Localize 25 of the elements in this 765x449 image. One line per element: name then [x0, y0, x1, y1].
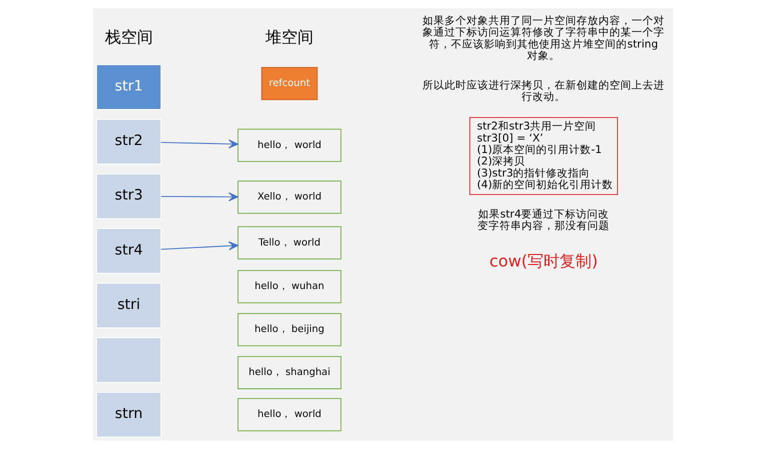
label: 栈空间: [104, 28, 152, 47]
label: 如果str4要通过下标访问改变字符串内容，那没有问题: [477, 207, 610, 232]
node-box: refcount: [260, 66, 318, 100]
node-box: hello， shanghai: [237, 356, 341, 390]
node-box: str2和str3共用一片空间 str3[0] = ‘X’ (1)原本空间的引用计数-1 (2)深拷贝 (3)str3的指针修改指向 (4)新的空间初始化引用计数: [468, 117, 618, 195]
node-box: str2: [96, 118, 161, 165]
arrow: [160, 241, 238, 250]
node-box: stri: [96, 282, 161, 328]
label: cow(写时复制): [488, 251, 598, 270]
node-box: hello， world: [237, 128, 341, 162]
node-box: strn: [96, 392, 161, 438]
label: 堆空间: [264, 28, 313, 47]
node-box: Xello， world: [237, 180, 341, 214]
node-box: str1: [96, 64, 161, 110]
arrow: [160, 192, 238, 202]
node-box: hello， beijing: [237, 313, 341, 346]
arrow: [160, 139, 238, 148]
node-box: hello， wuhan: [237, 270, 341, 304]
node-box: Tello， world: [237, 226, 341, 260]
label: 所以此时应该进行深拷贝，在新创建的空间上去进行改动。: [422, 78, 664, 104]
node-box: str4: [96, 228, 161, 274]
node-box: hello， world: [237, 398, 341, 432]
node-box: [96, 337, 161, 383]
label: 如果多个对象共用了同一片空间存放内容，一个对象通过下标访问运算符修改了字符串中的某一个字符，不应该影响到其他使用这片堆空间的string对象。: [422, 14, 664, 62]
node-box: str3: [96, 173, 161, 220]
